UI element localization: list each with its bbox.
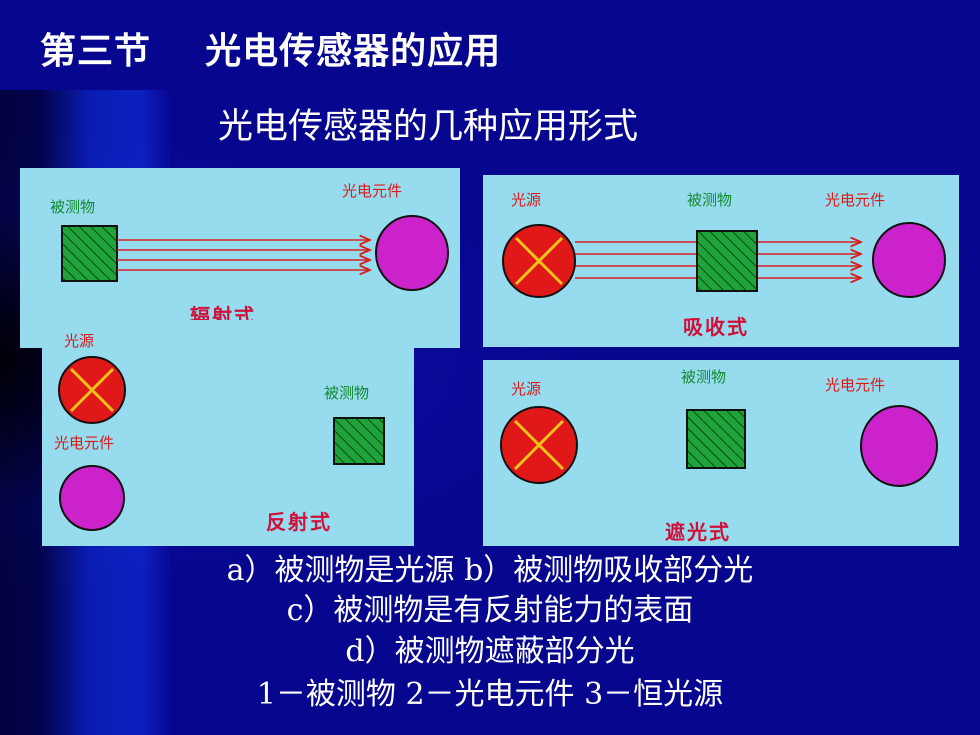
element-label: 光电元件 [825,191,886,209]
slide-title: 第三节 光电传感器的应用 [40,31,502,72]
photo-element [375,215,449,291]
panel-reflection: 光源 光电元件 被测物 反射式 [42,320,414,546]
measured-object [61,225,118,282]
source-label: 光源 [511,380,542,398]
shading-diagram [500,405,938,487]
panel-absorption: 光源 被测物 光电元件 吸收式 [483,175,959,347]
absorption-diagram [502,222,946,298]
panel-shading: 光源 被测物 光电元件 遮光式 [483,360,959,546]
light-source [500,406,578,484]
measured-object [333,417,385,465]
caption-line-c: c）被测物是有反射能力的表面 [286,593,694,628]
photo-element [59,465,125,531]
light-source [58,356,126,424]
object-label: 被测物 [687,191,733,209]
photo-element [872,222,946,298]
photo-element [860,405,938,487]
measured-object [696,230,758,292]
caption-line-a-b: a）被测物是光源 b）被测物吸收部分光 [226,553,754,588]
type-label: 反射式 [266,510,332,534]
source-label: 光源 [511,191,542,209]
measured-object [686,409,746,469]
light-source [502,224,576,298]
element-label: 光电元件 [342,182,403,200]
reflection-diagram [58,356,385,531]
object-label: 被测物 [324,384,370,402]
object-label: 被测物 [50,198,96,216]
caption-legend: 1－被测物 2－光电元件 3－恒光源 [256,677,724,712]
caption-line-d: d）被测物遮蔽部分光 [345,634,635,669]
object-label: 被测物 [681,368,727,386]
radiation-diagram [61,215,449,291]
slide-subtitle: 光电传感器的几种应用形式 [218,107,639,147]
source-label: 光源 [64,332,95,350]
element-label: 光电元件 [54,434,115,452]
type-label: 遮光式 [665,520,731,544]
type-label: 吸收式 [683,315,749,339]
panel-radiation: 被测物 光电元件 辐射式 [20,168,460,348]
element-label: 光电元件 [825,376,886,394]
